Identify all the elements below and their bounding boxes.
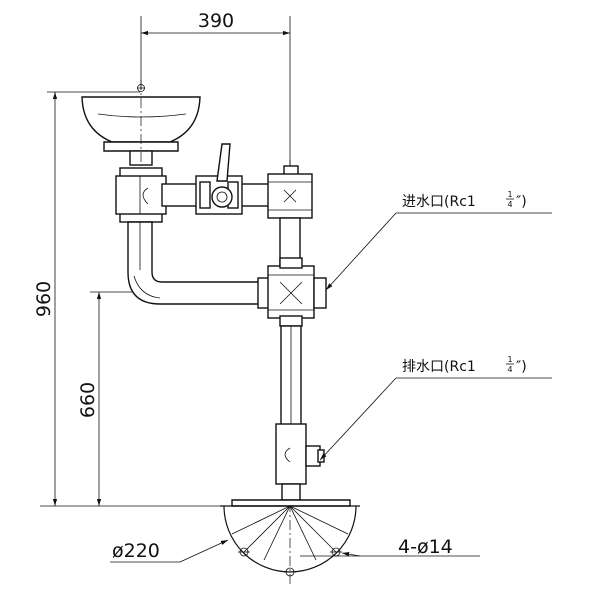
svg-text:1: 1 — [507, 355, 512, 364]
ball-valve — [195, 143, 243, 215]
dimension-390: 390 — [140, 10, 291, 170]
dimension-660-label: 660 — [77, 382, 99, 418]
eyewash-bowl — [81, 80, 201, 166]
dimension-dia220: ø220 — [110, 539, 229, 563]
svg-text:″): ″) — [516, 359, 527, 375]
base-flange — [220, 483, 360, 507]
drain-callout: 排水口(Rc1 1 4 ″) — [319, 355, 552, 461]
dimension-660: 660 — [77, 291, 150, 506]
inlet-callout-label: 进水口(Rc1 — [402, 194, 476, 210]
drain-tee-fitting — [275, 423, 325, 485]
svg-text:4: 4 — [507, 200, 512, 209]
inlet-callout: 进水口(Rc1 1 4 ″) — [325, 190, 552, 291]
dimension-holes: 4-ø14 — [300, 536, 480, 558]
dimension-390-label: 390 — [198, 10, 234, 32]
svg-text:1: 1 — [507, 190, 512, 199]
svg-text:4: 4 — [507, 365, 512, 374]
dimension-960-label: 960 — [33, 281, 55, 317]
middle-cross-fitting — [257, 257, 327, 327]
left-vertical-pipe — [127, 221, 261, 305]
base-plan-view — [223, 505, 357, 577]
drain-callout-label: 排水口(Rc1 — [402, 359, 476, 375]
dimension-960: 960 — [33, 91, 232, 507]
left-tee-fitting — [115, 167, 167, 223]
dimension-holes-label: 4-ø14 — [398, 536, 453, 558]
dimension-dia220-label: ø220 — [112, 540, 160, 562]
lower-column-pipe — [280, 325, 302, 427]
valve-handle — [216, 143, 231, 182]
top-right-cross-fitting — [267, 165, 313, 219]
svg-text:″): ″) — [516, 194, 527, 210]
